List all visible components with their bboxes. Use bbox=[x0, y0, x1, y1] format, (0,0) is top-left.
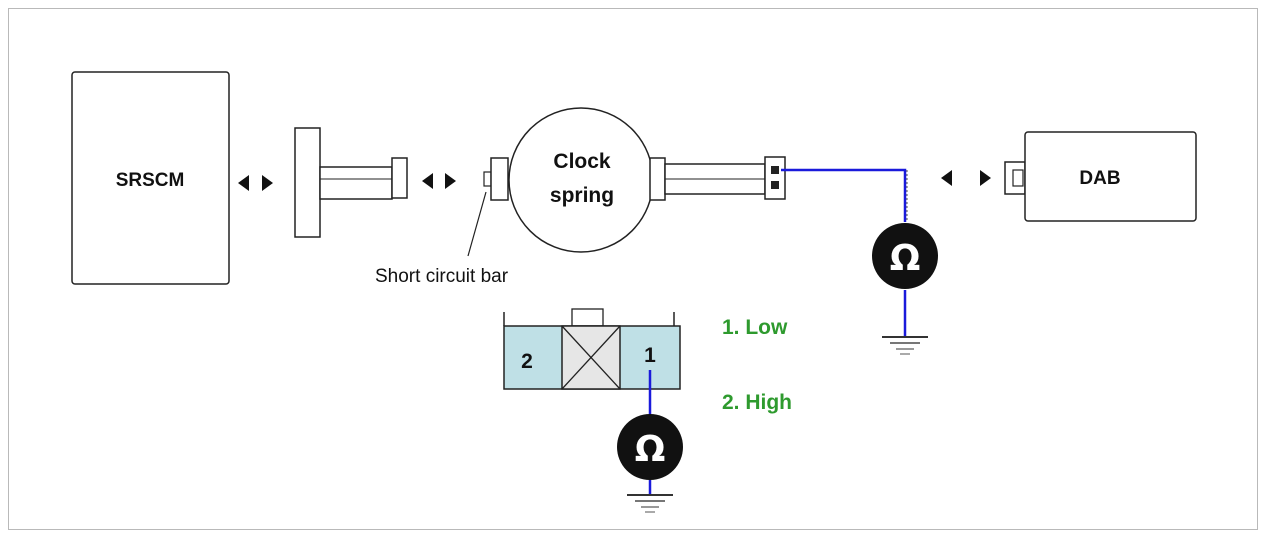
bidirectional-arrow-icon bbox=[941, 170, 991, 186]
short-circuit-bar-leader bbox=[467, 191, 487, 257]
clock-spring-label-line1: Clock bbox=[553, 150, 611, 173]
clock-spring-harness bbox=[649, 156, 786, 201]
short-circuit-bar-label: Short circuit bar bbox=[375, 266, 509, 287]
ground-icon bbox=[627, 494, 673, 513]
dab-label: DAB bbox=[1079, 168, 1120, 189]
legend-item-high: 2. High bbox=[722, 391, 792, 414]
connector-pin-1: 1 bbox=[644, 344, 656, 367]
srscm-harness-connector bbox=[294, 127, 408, 238]
srscm-label: SRSCM bbox=[116, 170, 185, 191]
ground-icon bbox=[882, 336, 928, 355]
connector-pin-2: 2 bbox=[521, 350, 533, 373]
ohmmeter-icon: Ω bbox=[617, 414, 683, 480]
connector-pin-layout: 2 1 bbox=[503, 308, 681, 390]
ohm-symbol: Ω bbox=[890, 238, 921, 279]
ohm-symbol: Ω bbox=[635, 429, 666, 470]
dab-module: DAB bbox=[1004, 131, 1197, 222]
ohmmeter-icon: Ω bbox=[872, 223, 938, 289]
clock-spring-label-line2: spring bbox=[550, 184, 614, 207]
test-wire bbox=[781, 168, 907, 222]
measurement-legend: 1. Low 2. High bbox=[722, 316, 792, 414]
legend-item-low: 1. Low bbox=[722, 316, 788, 339]
srscm-module: SRSCM bbox=[71, 71, 230, 285]
clock-spring: Clock spring bbox=[483, 107, 654, 253]
bidirectional-arrow-icon bbox=[422, 173, 456, 189]
bidirectional-arrow-icon bbox=[238, 175, 273, 191]
